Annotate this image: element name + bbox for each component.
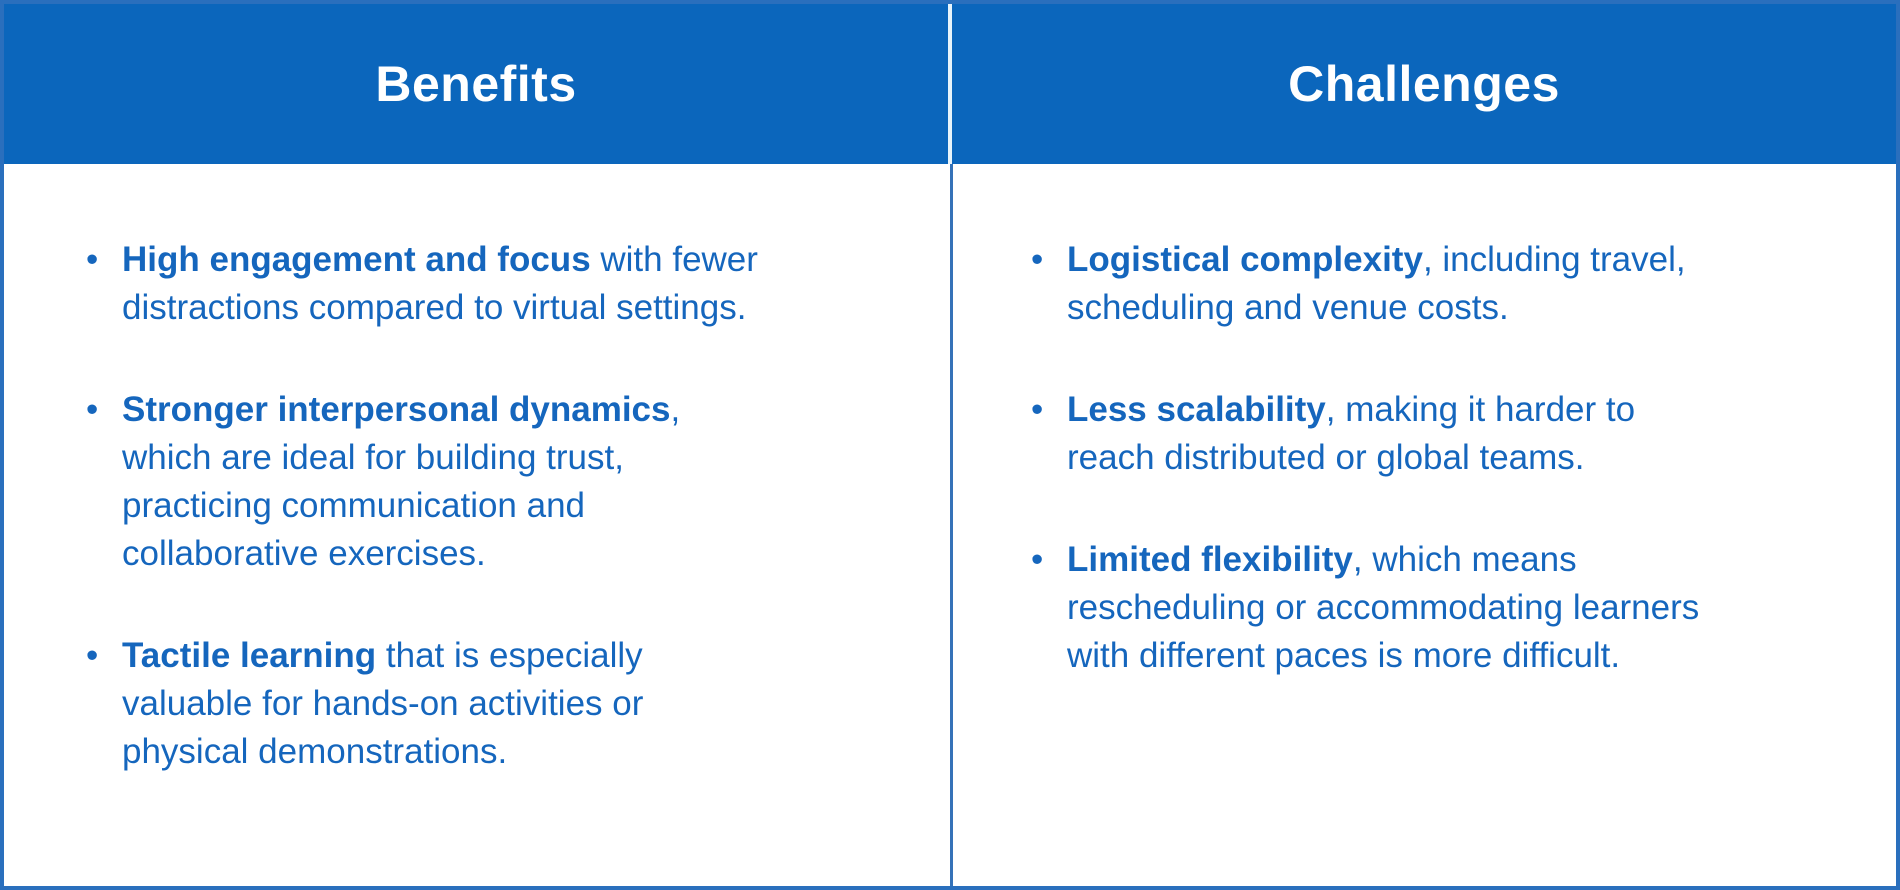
item-text: Stronger interpersonal dynamics, which a… — [122, 386, 900, 578]
item-bold: Logistical complexity — [1067, 240, 1423, 279]
item-text: High engagement and focus with fewer dis… — [122, 236, 900, 332]
list-item: • Tactile learning that is especially va… — [86, 632, 900, 776]
item-rest: that is especially valuable for hands-on… — [122, 636, 644, 771]
challenges-header-title: Challenges — [1288, 56, 1560, 112]
item-bold: Tactile learning — [122, 636, 377, 675]
item-text: Less scalability, making it harder to re… — [1067, 386, 1846, 482]
table-body-row: • High engagement and focus with fewer d… — [4, 164, 1896, 886]
item-text: Logistical complexity, including travel,… — [1067, 236, 1846, 332]
list-item: • Stronger interpersonal dynamics, which… — [86, 386, 900, 578]
table-header-row: Benefits Challenges — [4, 4, 1896, 164]
benefits-header-cell: Benefits — [4, 4, 948, 164]
benefits-header-title: Benefits — [375, 56, 577, 112]
item-rest: , which means rescheduling or accommodat… — [1067, 540, 1700, 675]
benefits-column: • High engagement and focus with fewer d… — [4, 164, 950, 886]
item-rest: , which are ideal for building trust, pr… — [122, 390, 681, 573]
list-item: • Logistical complexity, including trave… — [1031, 236, 1846, 332]
item-bold: Less scalability — [1067, 390, 1326, 429]
item-bold: Limited flexibility — [1067, 540, 1353, 579]
item-bold: High engagement and focus — [122, 240, 591, 279]
item-text: Tactile learning that is especially valu… — [122, 632, 900, 776]
item-rest: , including travel, scheduling and venue… — [1067, 240, 1686, 327]
challenges-header-cell: Challenges — [948, 4, 1896, 164]
bullet-icon: • — [86, 636, 99, 675]
challenges-column: • Logistical complexity, including trave… — [950, 164, 1896, 886]
bullet-icon: • — [1031, 240, 1044, 279]
list-item: • High engagement and focus with fewer d… — [86, 236, 900, 332]
bullet-icon: • — [1031, 540, 1044, 579]
benefits-list: • High engagement and focus with fewer d… — [86, 236, 900, 776]
item-rest: with fewer distractions compared to virt… — [122, 240, 758, 327]
item-rest: , making it harder to reach distributed … — [1067, 390, 1636, 477]
item-bold: Stronger interpersonal dynamics — [122, 390, 671, 429]
bullet-icon: • — [86, 240, 99, 279]
list-item: • Less scalability, making it harder to … — [1031, 386, 1846, 482]
bullet-icon: • — [86, 390, 99, 429]
item-text: Limited flexibility, which means resched… — [1067, 536, 1846, 680]
challenges-list: • Logistical complexity, including trave… — [1031, 236, 1846, 680]
list-item: • Limited flexibility, which means resch… — [1031, 536, 1846, 680]
bullet-icon: • — [1031, 390, 1044, 429]
